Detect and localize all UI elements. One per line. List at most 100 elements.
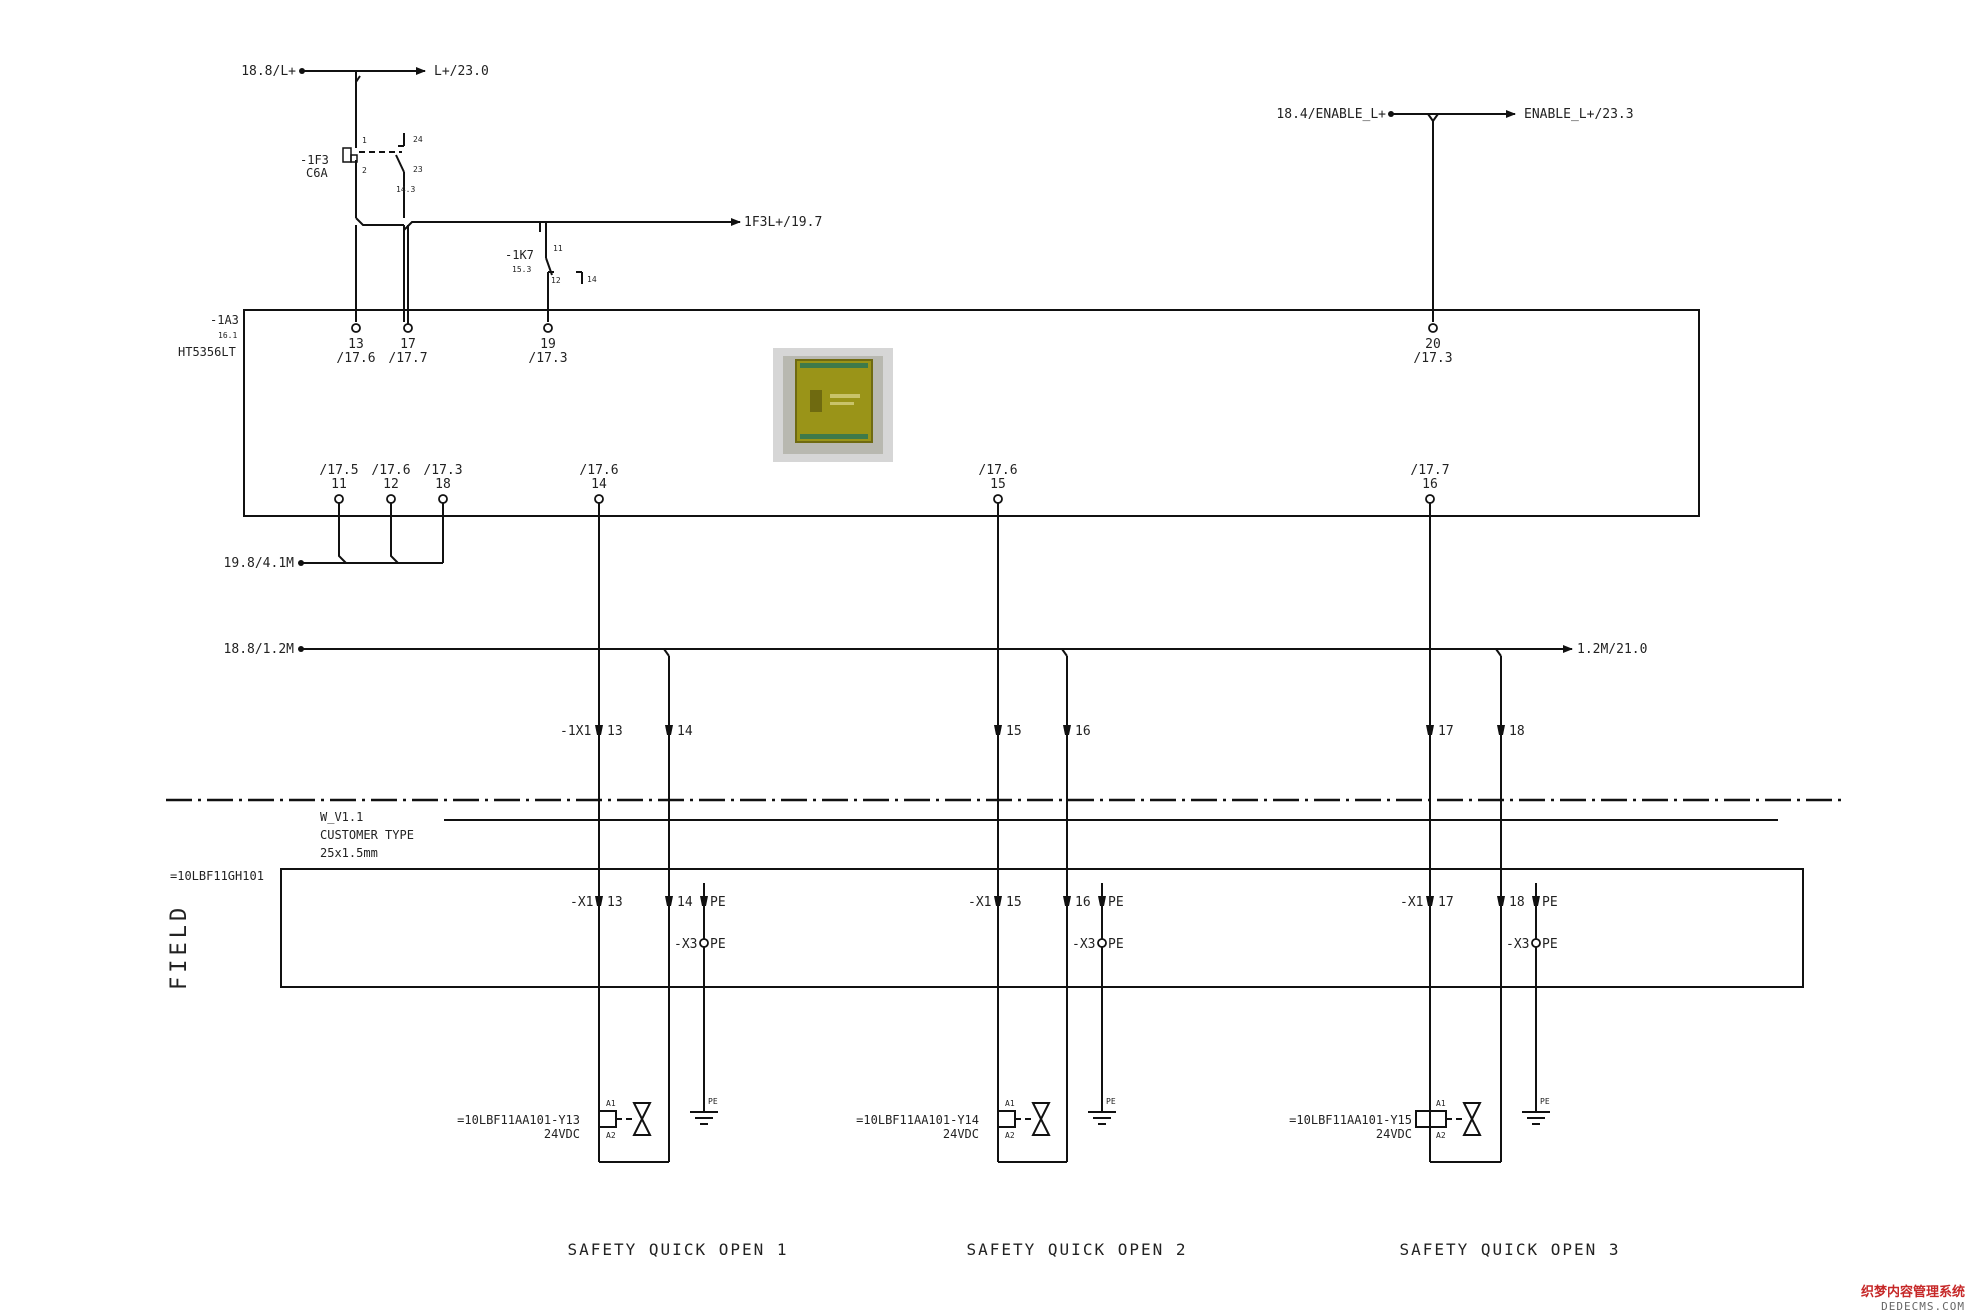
circuit-breaker-1f3 — [342, 133, 405, 218]
f3-pin1: 1 — [362, 136, 367, 145]
valve1-a1: A1 — [606, 1099, 616, 1108]
x3-prefix-1: -X3 — [674, 937, 697, 952]
cable-spec: 25x1.5mm — [320, 846, 378, 860]
pin-num-13: 13 — [348, 337, 364, 352]
valve1-title: SAFETY QUICK OPEN 1 — [567, 1240, 788, 1259]
x3-prefix-2: -X3 — [1072, 937, 1095, 952]
pin-num-19: 19 — [540, 337, 556, 352]
module-photo — [773, 348, 893, 462]
field-side-label: FIELD — [167, 904, 192, 990]
pin-num-14: 14 — [591, 477, 607, 492]
f3-ref: 14.3 — [396, 185, 415, 194]
k7-pin11: 11 — [553, 244, 563, 253]
pin-num-11: 11 — [331, 477, 347, 492]
valve3-title: SAFETY QUICK OPEN 3 — [1399, 1240, 1620, 1259]
watermark-line2: DEDECMS.COM — [1881, 1300, 1965, 1313]
valve2-title: SAFETY QUICK OPEN 2 — [966, 1240, 1187, 1259]
f3-name: -1F3 — [300, 153, 329, 167]
pin-ref-15: /17.6 — [978, 463, 1017, 478]
x1-term-14: 14 — [677, 724, 693, 739]
x1-terminal-markers — [595, 725, 1505, 735]
cable-name: W_V1.1 — [320, 810, 363, 824]
valve3-a1: A1 — [1436, 1099, 1446, 1108]
x1-term-18: 18 — [1509, 724, 1525, 739]
x1-term-15: 15 — [1006, 724, 1022, 739]
x1-term-17: 17 — [1438, 724, 1454, 739]
pe-label-2: PE — [1108, 895, 1124, 910]
module-name: -1A3 — [210, 313, 239, 327]
watermark-line1: 织梦内容管理系统 — [1861, 1284, 1965, 1300]
ground-symbol-1 — [690, 1111, 718, 1125]
valve1-a2: A2 — [606, 1131, 616, 1140]
field-x1-t13: 13 — [607, 895, 623, 910]
field-x1-t17: 17 — [1438, 895, 1454, 910]
m-out-label: 1.2M/21.0 — [1577, 642, 1647, 657]
module-1a3-box — [243, 309, 1700, 517]
x3-pe-3: PE — [1542, 937, 1558, 952]
k7-pin12: 12 — [551, 276, 561, 285]
valve2-a1: A1 — [1005, 1099, 1015, 1108]
enable-out-label: ENABLE_L+/23.3 — [1524, 107, 1634, 122]
l-plus-supply — [299, 67, 426, 148]
module-pin-13 — [351, 323, 361, 333]
l-plus-in-label: 18.8/L+ — [241, 64, 296, 79]
field-x1-t14: 14 — [677, 895, 693, 910]
pin-num-17: 17 — [400, 337, 416, 352]
f3-pin24: 24 — [413, 135, 423, 144]
valve2-pe: PE — [1106, 1097, 1116, 1106]
valve3-a2: A2 — [1436, 1131, 1446, 1140]
pe-label-1: PE — [710, 895, 726, 910]
m-bus-4-1 — [298, 503, 444, 566]
ground-symbol-2 — [1088, 1111, 1116, 1125]
valve2-voltage: 24VDC — [943, 1127, 979, 1141]
module-pin-15 — [993, 494, 1003, 504]
field-x1-t16: 16 — [1075, 895, 1091, 910]
pin-ref-16: /17.7 — [1410, 463, 1449, 478]
field-x1-t15: 15 — [1006, 895, 1022, 910]
valve2-name: =10LBF11AA101-Y14 — [856, 1113, 979, 1127]
k7-pin14: 14 — [587, 275, 597, 284]
field-x1-terminal-markers — [595, 896, 1505, 906]
pin-ref-14: /17.6 — [579, 463, 618, 478]
x3-pe-1: PE — [710, 937, 726, 952]
valve1-voltage: 24VDC — [544, 1127, 580, 1141]
relay-contact-1k7 — [545, 222, 583, 322]
f3-rating: C6A — [306, 166, 328, 180]
pin-num-16: 16 — [1422, 477, 1438, 492]
x1-term-16: 16 — [1075, 724, 1091, 739]
cable-type: CUSTOMER TYPE — [320, 828, 414, 842]
module-ref: 16.1 — [218, 331, 237, 340]
f3-pin2: 2 — [362, 166, 367, 175]
field-x1-prefix-1: -X1 — [570, 895, 593, 910]
valve3-voltage: 24VDC — [1376, 1127, 1412, 1141]
pin-ref-18: /17.3 — [423, 463, 462, 478]
x3-prefix-3: -X3 — [1506, 937, 1529, 952]
x1-prefix: -1X1 — [560, 724, 591, 739]
pin-num-12: 12 — [383, 477, 399, 492]
m-bus-1-2 — [298, 645, 1573, 657]
pin-ref-20: /17.3 — [1413, 351, 1452, 366]
pin-ref-19: /17.3 — [528, 351, 567, 366]
k7-name: -1K7 — [505, 248, 534, 262]
k7-ref: 15.3 — [512, 265, 531, 274]
x3-pe-2: PE — [1108, 937, 1124, 952]
valve-coil-y13 — [598, 1102, 669, 1163]
enable-in-label: 18.4/ENABLE_L+ — [1276, 107, 1386, 122]
valve3-pe: PE — [1540, 1097, 1550, 1106]
pe-label-3: PE — [1542, 895, 1558, 910]
field-box-name: =10LBF11GH101 — [170, 869, 264, 883]
valve-coil-y14 — [997, 1102, 1067, 1163]
module-pin-14 — [594, 494, 604, 504]
valve1-pe: PE — [708, 1097, 718, 1106]
m-in2-label: 18.8/1.2M — [224, 642, 295, 657]
module-pin-17 — [403, 323, 413, 333]
valve1-name: =10LBF11AA101-Y13 — [457, 1113, 580, 1127]
field-x1-t18: 18 — [1509, 895, 1525, 910]
pin-num-20: 20 — [1425, 337, 1441, 352]
f3-out-label: 1F3L+/19.7 — [744, 215, 822, 230]
field-junction-box — [280, 868, 1804, 988]
pin-ref-17: /17.7 — [388, 351, 427, 366]
ground-symbol-3 — [1522, 1111, 1550, 1125]
m-in1-label: 19.8/4.1M — [224, 556, 295, 571]
